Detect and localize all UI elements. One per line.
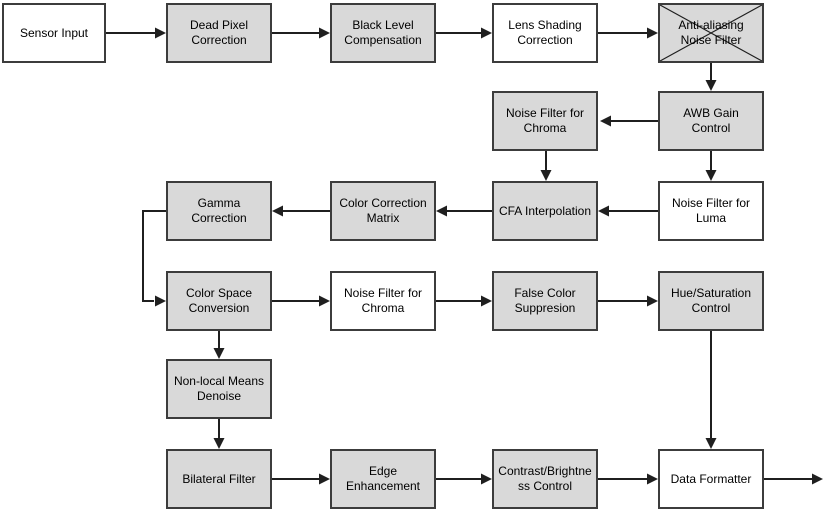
connector-gamma-to-color-space	[142, 210, 166, 307]
node-label: Color Correction Matrix	[339, 196, 427, 225]
node-label: Hue/Saturation Control	[670, 286, 752, 315]
node-label: Anti-aliasing Noise Filter	[678, 18, 744, 47]
node-non-local-means-denoise: Non-local Means Denoise	[166, 359, 272, 419]
node-label: AWB Gain Control	[683, 106, 739, 135]
node-sensor-input: Sensor Input	[2, 3, 106, 63]
node-label: Non-local Means Denoise	[173, 374, 265, 403]
connector-edge-to-contrast	[436, 473, 492, 485]
node-edge-enhancement: Edge Enhancement	[330, 449, 436, 509]
crossed-out-icon	[660, 5, 762, 61]
node-label: Noise Filter for Chroma	[343, 286, 423, 315]
node-label: CFA Interpolation	[498, 203, 592, 218]
node-label: Contrast/Brightness Control	[498, 464, 592, 493]
connector-hue-saturation-to-data-formatter	[705, 331, 717, 449]
node-awb-gain-control: AWB Gain Control	[658, 91, 764, 151]
node-label: Noise Filter for Chroma	[505, 106, 585, 135]
node-data-formatter: Data Formatter	[658, 449, 764, 509]
node-cfa-interpolation: CFA Interpolation	[492, 181, 598, 241]
connector-color-space-to-nlm	[213, 331, 225, 359]
node-label: Black Level Compensation	[344, 18, 422, 47]
connector-sensor-to-dead-pixel	[106, 27, 166, 39]
node-color-space-conversion: Color Space Conversion	[166, 271, 272, 331]
connector-cfa-to-ccm	[436, 205, 492, 217]
node-noise-filter-for-chroma-top: Noise Filter for Chroma	[492, 91, 598, 151]
connector-awb-to-noise-chroma-top	[600, 115, 658, 127]
node-label: Noise Filter for Luma	[671, 196, 751, 225]
node-black-level-compensation: Black Level Compensation	[330, 3, 436, 63]
node-label: Edge Enhancement	[345, 464, 421, 493]
node-bilateral-filter: Bilateral Filter	[166, 449, 272, 509]
connector-false-color-to-hue-saturation	[598, 295, 658, 307]
node-label: Color Space Conversion	[185, 286, 253, 315]
connector-data-formatter-output	[764, 473, 823, 485]
connector-lens-shading-to-anti-aliasing	[598, 27, 658, 39]
connector-noise-chroma-top-to-cfa	[540, 151, 552, 181]
node-label: Lens Shading Correction	[508, 18, 582, 47]
node-false-color-suppresion: False Color Suppresion	[492, 271, 598, 331]
connector-bilateral-to-edge	[272, 473, 330, 485]
connector-anti-aliasing-to-awb	[705, 63, 717, 91]
connector-color-space-to-noise-chroma-mid	[272, 295, 330, 307]
connector-black-level-to-lens-shading	[436, 27, 492, 39]
node-label: Sensor Input	[19, 25, 89, 40]
connector-noise-chroma-mid-to-false-color	[436, 295, 492, 307]
node-contrast-brightness-control: Contrast/Brightness Control	[492, 449, 598, 509]
node-color-correction-matrix: Color Correction Matrix	[330, 181, 436, 241]
node-hue-saturation-control: Hue/Saturation Control	[658, 271, 764, 331]
node-noise-filter-for-luma: Noise Filter for Luma	[658, 181, 764, 241]
node-label: Dead Pixel Correction	[189, 18, 249, 47]
node-gamma-correction: Gamma Correction	[166, 181, 272, 241]
node-label: Gamma Correction	[191, 196, 247, 225]
connector-contrast-to-data-formatter	[598, 473, 658, 485]
node-noise-filter-for-chroma-mid: Noise Filter for Chroma	[330, 271, 436, 331]
connector-dead-pixel-to-black-level	[272, 27, 330, 39]
node-lens-shading-correction: Lens Shading Correction	[492, 3, 598, 63]
node-label: Bilateral Filter	[182, 471, 256, 486]
node-label: False Color Suppresion	[514, 286, 576, 315]
connector-nlm-to-bilateral	[213, 419, 225, 449]
connector-ccm-to-gamma	[272, 205, 330, 217]
node-label: Data Formatter	[670, 471, 752, 486]
connector-awb-to-noise-luma	[705, 151, 717, 181]
node-anti-aliasing-noise-filter: Anti-aliasing Noise Filter	[658, 3, 764, 63]
connector-noise-luma-to-cfa	[598, 205, 658, 217]
node-dead-pixel-correction: Dead Pixel Correction	[166, 3, 272, 63]
